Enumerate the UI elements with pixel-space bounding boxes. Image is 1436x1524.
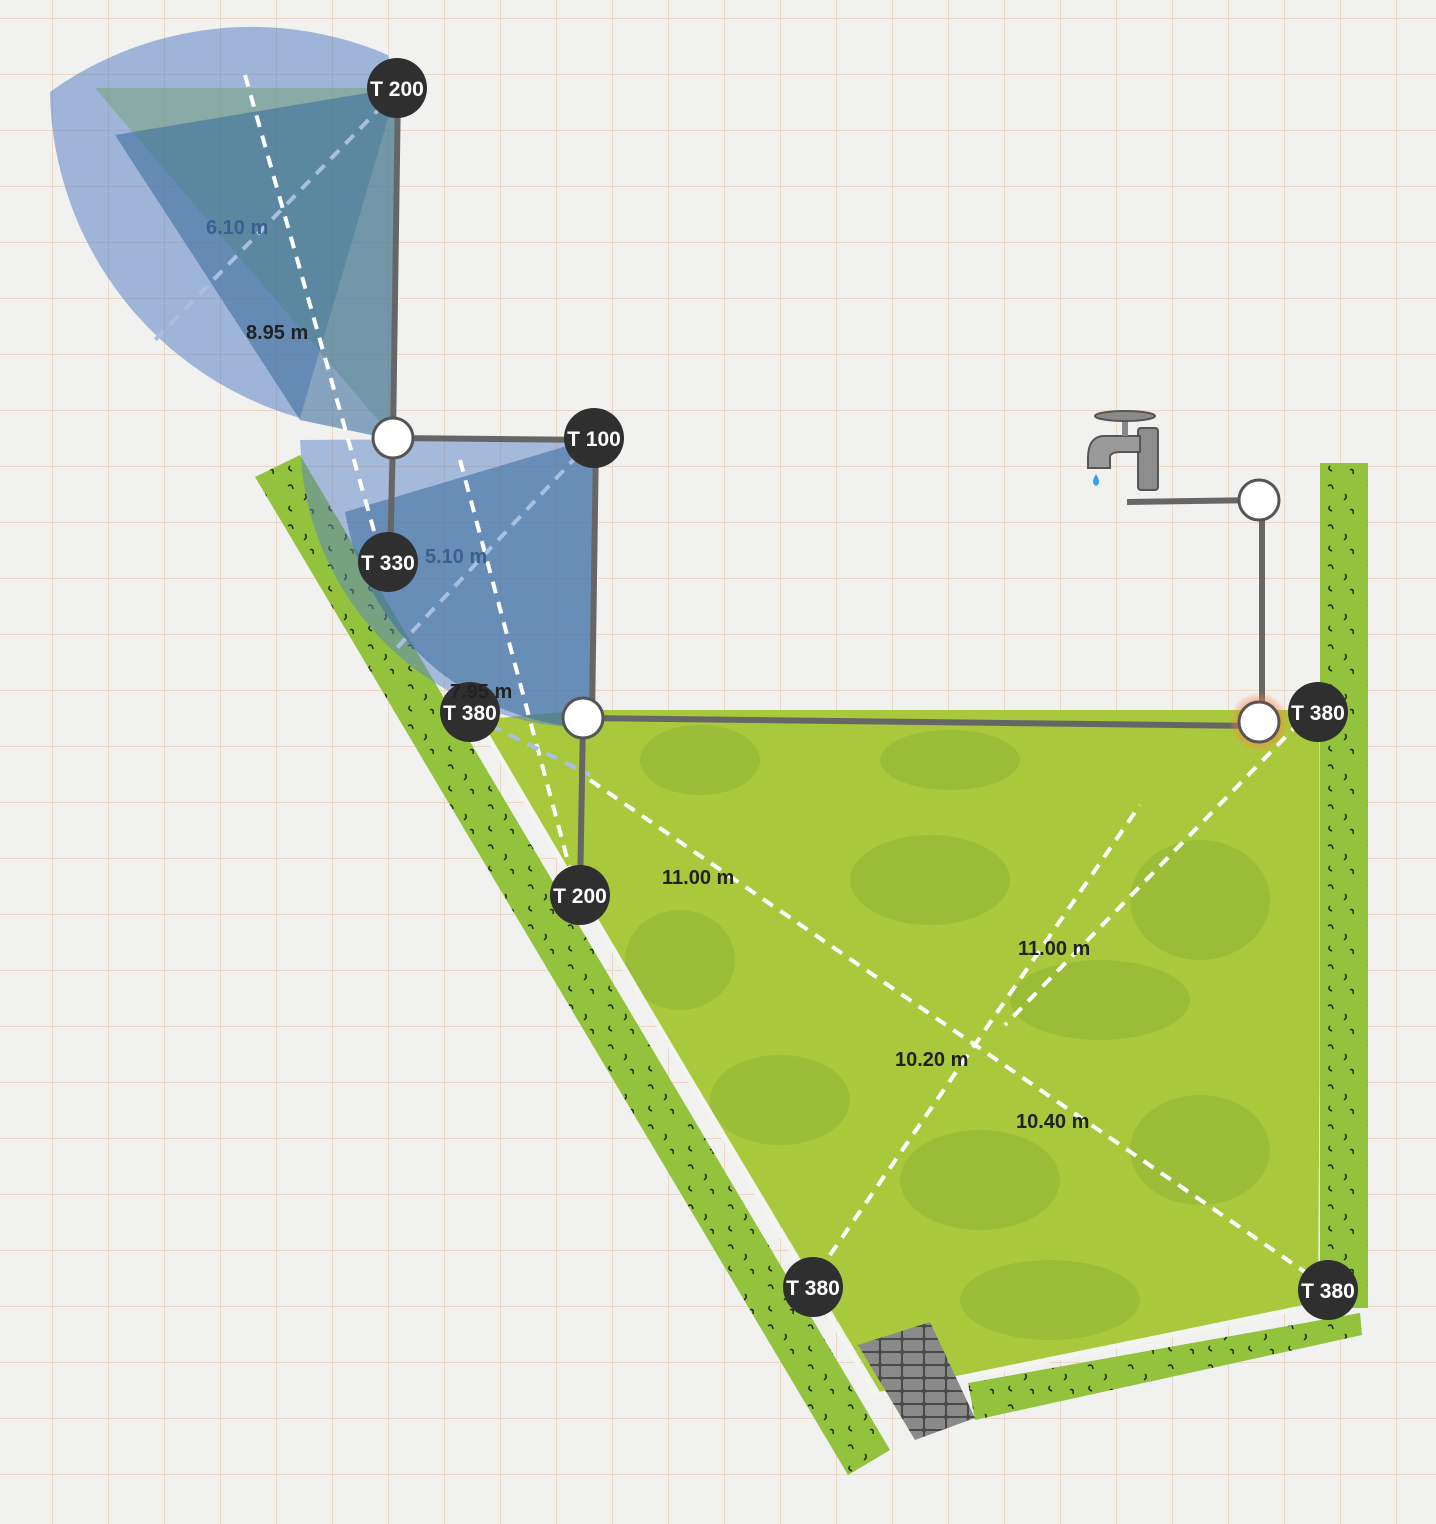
sprinkler-head[interactable]: T 380: [1298, 1260, 1358, 1320]
sprinkler-label: T 380: [786, 1277, 840, 1300]
sprinkler-head[interactable]: T 380: [1288, 682, 1348, 742]
sprinkler-label: T 200: [370, 78, 424, 101]
sprinkler-icon: [783, 1257, 843, 1317]
pipe-joint[interactable]: [1237, 478, 1281, 522]
sprinkler-label: T 380: [1301, 1280, 1355, 1303]
sprinkler-label: T 380: [1291, 702, 1345, 725]
measurement-label: 7.95 m: [450, 681, 512, 703]
measurement-label: 10.40 m: [1016, 1111, 1089, 1133]
measurement-label: 10.20 m: [895, 1049, 968, 1071]
sprinkler-head[interactable]: T 380: [783, 1257, 843, 1317]
sprinkler-label: T 380: [443, 702, 497, 725]
sprinkler-icon: [564, 408, 624, 468]
lawn-area[interactable]: [478, 710, 1322, 1392]
sprinkler-icon: [1298, 1260, 1358, 1320]
sprinkler-icon: [1288, 682, 1348, 742]
pipe-joints[interactable]: [371, 416, 1289, 752]
hedge-bottom[interactable]: [968, 1313, 1362, 1420]
measurement-label: 11.00 m: [1018, 938, 1090, 960]
paving-stones[interactable]: [858, 1322, 975, 1440]
measurement-lines: [153, 74, 1307, 1274]
measurement-label: 11.00 m: [662, 867, 734, 889]
pipe-joint-selected[interactable]: [1237, 700, 1281, 744]
sprinkler-label: T 330: [361, 552, 415, 575]
sprinkler-icon: [367, 58, 427, 118]
pipe-joint[interactable]: [561, 696, 605, 740]
water-tap-icon[interactable]: [1087, 410, 1159, 491]
sprinkler-head[interactable]: T 200: [550, 865, 610, 925]
measurement-label: 8.95 m: [246, 322, 308, 344]
spray-zone-t200[interactable]: [50, 26, 397, 440]
sprinkler-icon: [550, 865, 610, 925]
sprinkler-icon: [440, 682, 500, 742]
hedge-right[interactable]: [1320, 463, 1368, 1308]
sprinkler-icon: [358, 532, 418, 592]
measurement-label: 6.10 m: [206, 217, 268, 239]
sprinkler-head[interactable]: T 380: [440, 682, 500, 742]
sprinkler-head[interactable]: T 100: [564, 408, 624, 468]
sprinkler-head[interactable]: T 330: [358, 532, 418, 592]
sprinkler-label: T 100: [567, 428, 621, 451]
sprinkler-label: T 200: [553, 885, 607, 908]
pipe-joint[interactable]: [371, 416, 415, 460]
sprinkler-head[interactable]: T 200: [367, 58, 427, 118]
hedge-left[interactable]: [255, 455, 890, 1475]
measurement-label: 5.10 m: [425, 546, 487, 568]
spray-zone-t100[interactable]: [300, 438, 594, 728]
